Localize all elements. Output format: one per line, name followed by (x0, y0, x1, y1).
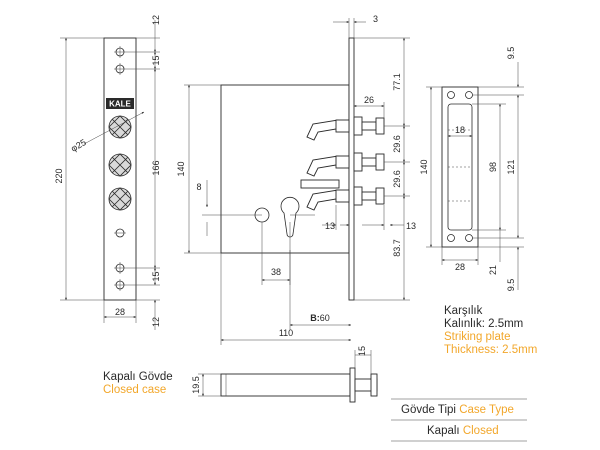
dim-bolt-projection: 26 (364, 95, 374, 105)
dim-backset: B:60 (310, 313, 330, 323)
kale-logo (106, 98, 134, 109)
dim-bolt-pitch-2: 29.6 (392, 170, 402, 188)
dim-striker-bottom: 9.5 (506, 279, 516, 292)
dim-hole-span: 121 (506, 159, 516, 174)
spec-table (391, 398, 527, 442)
dim-striker-top: 9.5 (506, 47, 516, 60)
latch-bar (300, 179, 340, 189)
dim-bolt-pitch-1: 29.6 (392, 135, 402, 153)
bolt-3 (306, 186, 385, 211)
dim-faceplate-top-pitch: 15 (151, 55, 161, 65)
dim-faceplate-bottom-offset: 12 (151, 317, 161, 327)
dim-cylinder-diameter: φ25 (69, 137, 88, 154)
faceplate-bolt-heads (108, 115, 132, 211)
closed-case-section (198, 350, 378, 403)
dim-bottom-distance: 83.7 (392, 239, 402, 257)
dim-top-distance: 77.1 (392, 73, 402, 91)
dim-bolt-right: 13 (406, 221, 416, 231)
striker-thickness-tr: Kalınlık: 2.5mm (444, 318, 524, 330)
spec-row-closed: Kapalı Closed (427, 425, 499, 438)
faceplate-mid-screw-hole (114, 228, 126, 238)
dim-faceplate-width: 28 (115, 307, 125, 317)
lock-body-dimensions (184, 18, 410, 345)
dim-striker-width: 28 (455, 262, 465, 272)
bolt-2 (306, 152, 385, 177)
dim-bolt-left: 13 (325, 221, 335, 231)
dim-striker-lower-offset: 21 (488, 265, 498, 275)
spec-row1-en: Case Type (459, 404, 514, 416)
cylinder-cutout-right (280, 196, 300, 238)
case-legend: Kapalı Gövde Closed case (103, 371, 173, 397)
striking-plate-view (441, 86, 479, 248)
dim-striker-height: 140 (419, 159, 429, 174)
dim-faceplate-bottom-pitch: 15 (151, 271, 161, 281)
case-label-tr: Kapalı Gövde (103, 371, 173, 383)
faceplate-bottom-screw-holes (114, 262, 126, 291)
spec-row2-en: Closed (462, 425, 499, 437)
dim-case-height: 19.5 (191, 376, 201, 394)
kale-logo-text: KALE (109, 100, 131, 109)
diameter-leader (83, 111, 145, 145)
striker-thickness-en: Thickness: 2.5mm (444, 344, 538, 356)
striker-title-en: Striking plate (444, 331, 511, 343)
striker-legend: Karşılık Kalınlık: 2.5mm Striking plate … (444, 305, 537, 357)
bolt-1 (306, 116, 385, 141)
faceplate-view: KALE (83, 37, 145, 301)
spec-row2-tr: Kapalı (427, 425, 460, 437)
spec-row-case-type: Gövde Tipi Case Type (401, 404, 514, 417)
lock-body-view (220, 37, 385, 301)
dim-faceplate-top-offset: 12 (151, 15, 161, 25)
dim-faceplate-height: 220 (54, 168, 64, 183)
dim-faceplate-inner-span: 166 (151, 160, 161, 175)
faceplate-dimensions (60, 20, 160, 330)
case-section-plate (349, 367, 356, 403)
striker-dimensions (426, 62, 524, 290)
dim-body-height: 140 (176, 161, 186, 176)
front-plate-edge (348, 37, 355, 301)
faceplate-top-screw-holes (114, 46, 126, 75)
dim-slot-height: 98 (488, 162, 498, 172)
striker-title-tr: Karşılık (444, 305, 483, 317)
case-section-body (220, 373, 351, 397)
dim-body-width: 110 (279, 328, 293, 338)
dim-plate-thickness: 3 (373, 14, 378, 24)
spec-row1-tr: Gövde Tipi (401, 404, 456, 416)
case-label-en: Closed case (103, 384, 167, 396)
dim-slot-width: 18 (455, 125, 465, 135)
dim-cylinder-spacing: 38 (271, 267, 281, 277)
dim-case-thickness: 15 (357, 346, 367, 356)
dim-cylinder-offset: 8 (196, 182, 201, 192)
